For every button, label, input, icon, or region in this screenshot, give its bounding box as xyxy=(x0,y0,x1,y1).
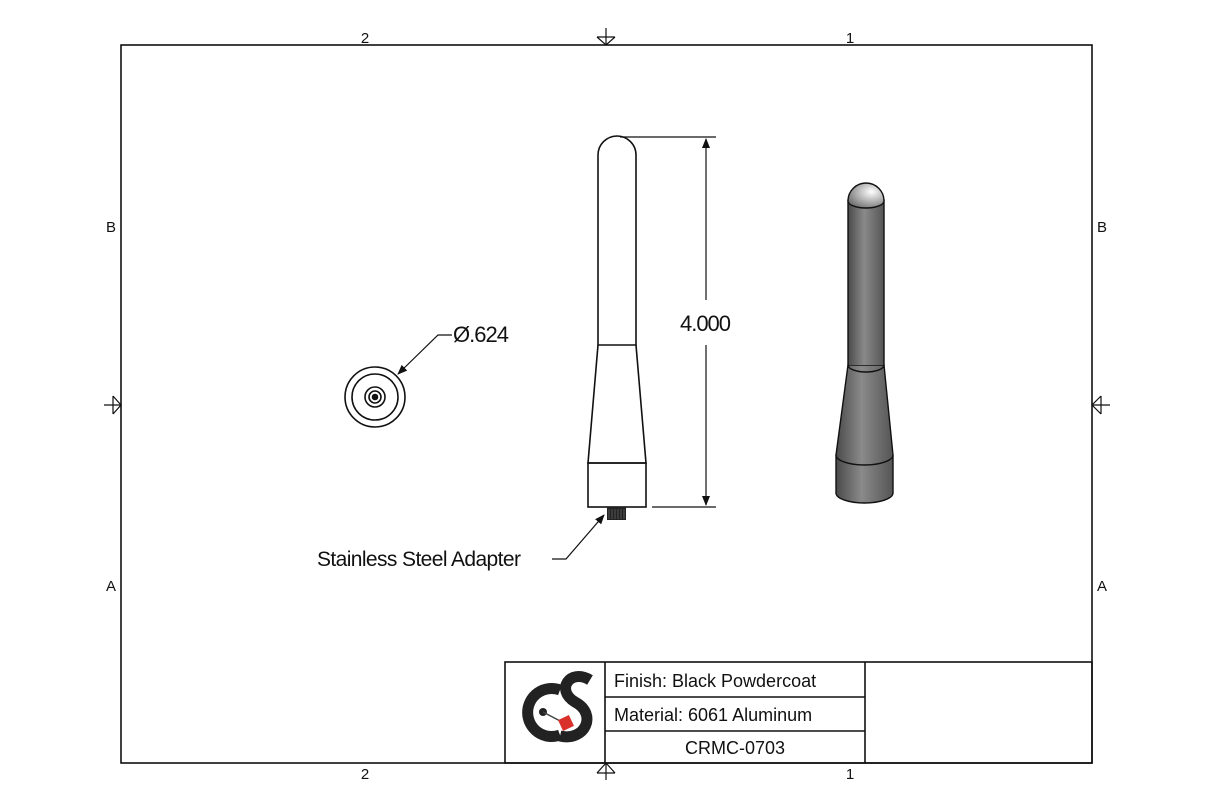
title-block xyxy=(504,661,1093,764)
length-dimension-lines xyxy=(620,136,716,508)
material-label: Material: 6061 Aluminum xyxy=(614,705,812,725)
zone-label-top-2: 2 xyxy=(361,30,369,47)
length-dimension: 4.000 xyxy=(680,311,731,336)
isometric-view xyxy=(835,182,894,504)
zone-label-left-b: B xyxy=(106,219,116,236)
adapter-thread xyxy=(607,507,626,520)
diameter-leader xyxy=(397,334,452,375)
adapter-leader xyxy=(552,514,605,560)
zone-label-right-a: A xyxy=(1097,578,1107,595)
zone-label-bottom-2: 2 xyxy=(361,766,369,783)
center-mark-right xyxy=(1091,395,1110,415)
center-mark-top xyxy=(596,28,616,46)
part-number: CRMC-0703 xyxy=(685,738,785,758)
end-view xyxy=(344,366,406,428)
zone-label-bottom-1: 1 xyxy=(846,766,854,783)
center-mark-left xyxy=(104,395,122,415)
center-mark-bottom xyxy=(596,762,616,780)
diameter-dimension: Ø.624 xyxy=(453,322,509,347)
adapter-callout: Stainless Steel Adapter xyxy=(317,548,521,571)
zone-label-left-a: A xyxy=(106,578,116,595)
finish-label: Finish: Black Powdercoat xyxy=(614,671,816,691)
zone-label-right-b: B xyxy=(1097,219,1107,236)
company-logo xyxy=(522,671,593,743)
zone-label-top-1: 1 xyxy=(846,30,854,47)
front-view xyxy=(587,135,647,508)
